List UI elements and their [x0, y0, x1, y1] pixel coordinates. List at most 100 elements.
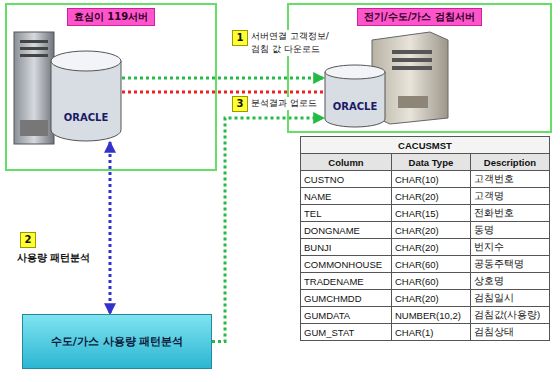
- server-zone: 효심이 119서버 ORACLE: [5, 3, 217, 171]
- table-value: CHAR(20): [395, 191, 439, 202]
- cylinder-shape: [50, 50, 122, 142]
- table-value: 전화번호: [474, 207, 514, 218]
- table-row: TRADENAME CHAR(60) 상호명: [301, 273, 550, 290]
- zone-title: 효심이 119서버: [67, 8, 155, 26]
- table-value: CHAR(20): [395, 293, 439, 304]
- column-header: Column: [328, 157, 363, 168]
- table-cell: GUMDATA: [301, 307, 392, 324]
- database-cylinder: ORACLE: [50, 50, 122, 142]
- table-cell: 동명: [470, 222, 549, 239]
- table-value: TRADENAME: [304, 276, 364, 287]
- table-value: CHAR(15): [395, 208, 439, 219]
- table-cell: 전화번호: [470, 205, 549, 222]
- table-cell: CUSTNO: [301, 171, 392, 188]
- table-value: DONGNAME: [304, 225, 360, 236]
- table-cell: DONGNAME: [301, 222, 392, 239]
- table-cell: 고객번호: [470, 171, 549, 188]
- callout-text: 서버연결 고객정보/검침 값 다운로드: [250, 30, 330, 56]
- table-row: COMMONHOUSE CHAR(60) 공동주택명: [301, 256, 550, 273]
- table-row: CUSTNO CHAR(10) 고객번호: [301, 171, 550, 188]
- table-cell: TRADENAME: [301, 273, 392, 290]
- table-value: 번지수: [474, 241, 504, 252]
- table-row: DONGNAME CHAR(20) 동명: [301, 222, 550, 239]
- data-table: CACUSMST Column Data Type DescriptionCUSTNO…: [300, 136, 550, 341]
- data-flow-connector: [122, 77, 324, 80]
- table-row: TEL CHAR(15) 전화번호: [301, 205, 550, 222]
- table-value: 동명: [474, 224, 494, 235]
- table-value: CHAR(20): [395, 242, 439, 253]
- table-cell: CHAR(20): [391, 188, 470, 205]
- table-cell: Column: [301, 154, 392, 171]
- table-value: CHAR(1): [395, 327, 434, 338]
- column-header: Data Type: [409, 157, 454, 168]
- table-value: 상호명: [474, 275, 504, 286]
- table-cell: CHAR(20): [391, 222, 470, 239]
- table-cell: CHAR(20): [391, 239, 470, 256]
- table-value: GUM_STAT: [304, 327, 354, 338]
- table-value: 공동주택명: [474, 258, 524, 269]
- database-label: ORACLE: [64, 112, 108, 123]
- table-value: NAME: [304, 191, 331, 202]
- callout-text: 분석결과 업로드: [250, 97, 318, 110]
- table-cell: CHAR(60): [391, 273, 470, 290]
- table-value: CUSTNO: [304, 174, 344, 185]
- box-label: 수도/가스 사용량 패턴분석: [51, 334, 184, 349]
- table-cell: GUMCHMDD: [301, 290, 392, 307]
- table-cell: 검침값(사용량): [470, 307, 549, 324]
- table-title: CACUSMST: [398, 140, 452, 151]
- table-row: NAME CHAR(20) 고객명: [301, 188, 550, 205]
- table-value: GUMCHMDD: [304, 293, 362, 304]
- table-value: GUMDATA: [304, 310, 350, 321]
- callout-number: 1: [232, 30, 248, 46]
- table-value: CHAR(60): [395, 276, 439, 287]
- callout-text: 사용량 패턴분석: [16, 251, 91, 265]
- table-cell: CACUSMST: [301, 137, 550, 154]
- data-flow-connector: [109, 142, 112, 314]
- table-value: COMMONHOUSE: [304, 259, 382, 270]
- table-cell: 공동주택명: [470, 256, 549, 273]
- left-server-tower: [14, 32, 54, 144]
- table-value: TEL: [304, 208, 321, 219]
- table-value: 검침일시: [474, 292, 514, 303]
- table-row: BUNJI CHAR(20) 번지수: [301, 239, 550, 256]
- table-cell: CHAR(10): [391, 171, 470, 188]
- server-zone: 전기/수도/가스 검침서버 ORACLE: [287, 3, 552, 133]
- table-cell: Data Type: [391, 154, 470, 171]
- table-row: CACUSMST: [301, 137, 550, 154]
- table-cell: CHAR(20): [391, 290, 470, 307]
- table-cell: NAME: [301, 188, 392, 205]
- table-cell: CHAR(15): [391, 205, 470, 222]
- table-cell: CHAR(60): [391, 256, 470, 273]
- table-value: 검침상태: [474, 326, 514, 337]
- data-flow-connector: [122, 91, 324, 94]
- cylinder-shape: [324, 64, 386, 128]
- database-cylinder: ORACLE: [324, 64, 386, 128]
- table-cell: 고객명: [470, 188, 549, 205]
- analysis-box: 수도/가스 사용량 패턴분석: [22, 314, 212, 369]
- table-cell: 번지수: [470, 239, 549, 256]
- table-value: CHAR(20): [395, 225, 439, 236]
- zone-title: 전기/수도/가스 검침서버: [357, 8, 482, 26]
- table-cell: 상호명: [470, 273, 549, 290]
- table-cell: Description: [470, 154, 549, 171]
- table-grid: CACUSMST Column Data Type DescriptionCUSTNO…: [300, 136, 550, 341]
- table-row: GUMCHMDD CHAR(20) 검침일시: [301, 290, 550, 307]
- table-value: 고객명: [474, 190, 504, 201]
- table-row: GUMDATA NUMBER(10,2) 검침값(사용량): [301, 307, 550, 324]
- table-cell: 검침상태: [470, 324, 549, 341]
- table-value: CHAR(60): [395, 259, 439, 270]
- table-value: 검침값(사용량): [474, 309, 540, 320]
- table-value: BUNJI: [304, 242, 331, 253]
- table-cell: BUNJI: [301, 239, 392, 256]
- table-value: 고객번호: [474, 173, 514, 184]
- table-row: Column Data Type Description: [301, 154, 550, 171]
- table-value: NUMBER(10,2): [395, 310, 461, 321]
- table-row: GUM_STAT CHAR(1) 검침상태: [301, 324, 550, 341]
- database-label: ORACLE: [333, 101, 377, 112]
- callout-number: 2: [20, 232, 36, 248]
- column-header: Description: [484, 157, 536, 168]
- table-cell: TEL: [301, 205, 392, 222]
- table-cell: COMMONHOUSE: [301, 256, 392, 273]
- table-cell: CHAR(1): [391, 324, 470, 341]
- table-cell: 검침일시: [470, 290, 549, 307]
